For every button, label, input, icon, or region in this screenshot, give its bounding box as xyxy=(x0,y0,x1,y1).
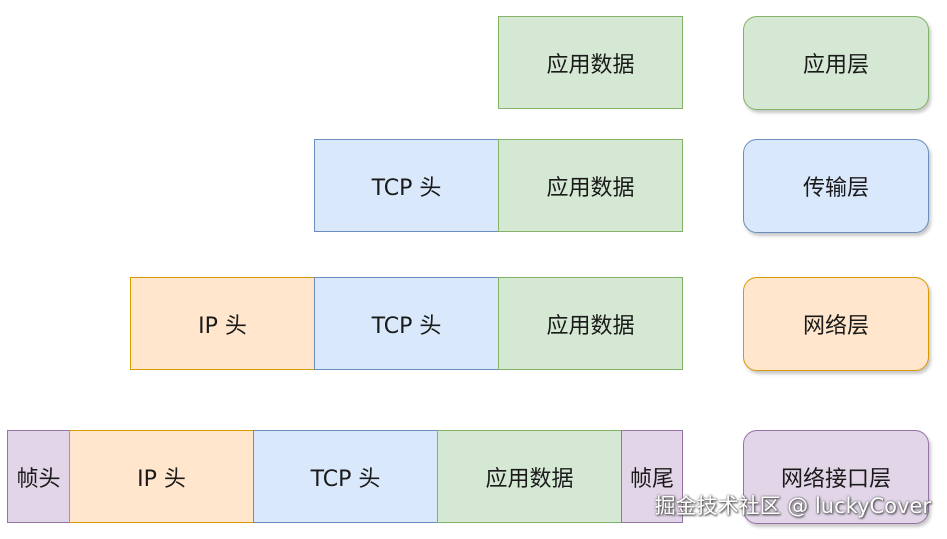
layer-label-transport: 传输层 xyxy=(743,139,929,233)
watermark: 掘金技术社区 @ luckyCover xyxy=(654,494,931,518)
layer-label-network: 网络层 xyxy=(743,277,929,371)
layer-label-application: 应用层 xyxy=(743,16,929,110)
network-row-ip-header: IP 头 xyxy=(130,277,315,370)
network-row-app-data: 应用数据 xyxy=(498,277,683,370)
app-row-app-data: 应用数据 xyxy=(498,16,683,109)
network-row-tcp-header: TCP 头 xyxy=(314,277,499,370)
link-row-app-data: 应用数据 xyxy=(437,430,622,523)
transport-row-tcp-header: TCP 头 xyxy=(314,139,499,232)
layer-label-link: 网络接口层 xyxy=(743,430,929,524)
link-row-frame-header: 帧头 xyxy=(7,430,70,523)
link-row-frame-trailer: 帧尾 xyxy=(621,430,683,523)
transport-row-app-data: 应用数据 xyxy=(498,139,683,232)
link-row-ip-header: IP 头 xyxy=(69,430,254,523)
link-row-tcp-header: TCP 头 xyxy=(253,430,438,523)
